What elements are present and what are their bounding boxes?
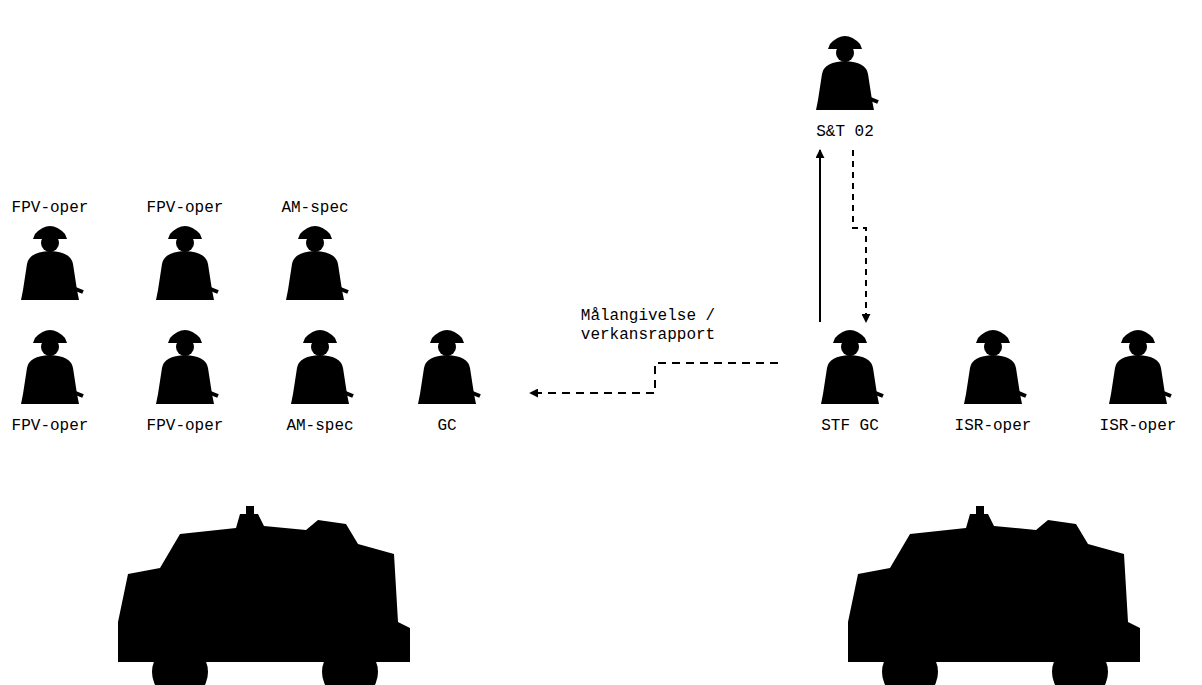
soldier-node: ISR-oper (1088, 322, 1188, 436)
dashed-arrow (853, 150, 866, 322)
role-label: GC (437, 416, 456, 436)
role-label: AM-spec (286, 416, 353, 436)
soldier-node: AM-spec (265, 198, 365, 306)
soldier-node: S&T 02 (780, 28, 910, 142)
soldier-node: ISR-oper (943, 322, 1043, 436)
soldier-node: FPV-oper (135, 198, 235, 306)
soldier-node: FPV-oper (135, 322, 235, 436)
dashed-arrow (530, 363, 778, 393)
soldier-icon (1103, 322, 1173, 406)
role-label: ISR-oper (955, 416, 1032, 436)
soldier-icon (15, 218, 85, 302)
soldier-icon (285, 322, 355, 406)
soldier-figure (1103, 322, 1173, 410)
solid-arrow (819, 150, 821, 322)
soldier-icon (412, 322, 482, 406)
vehicle-silhouette (848, 506, 1140, 685)
soldier-figure (412, 322, 482, 410)
soldier-node: FPV-oper (0, 322, 100, 436)
soldier-figure (15, 218, 85, 306)
role-label: AM-spec (281, 198, 348, 218)
role-label: STF GC (821, 416, 879, 436)
soldier-icon (958, 322, 1028, 406)
soldier-figure (15, 322, 85, 410)
soldier-figure (810, 28, 880, 116)
role-label: FPV-oper (147, 416, 224, 436)
soldier-figure (150, 322, 220, 410)
role-label: ISR-oper (1100, 416, 1177, 436)
edge-label: Målangivelse / verkansrapport (578, 307, 718, 345)
soldier-figure (280, 218, 350, 306)
role-label: S&T 02 (816, 122, 874, 142)
soldier-figure (815, 322, 885, 410)
soldier-icon (810, 28, 880, 112)
soldier-icon (150, 322, 220, 406)
role-label: FPV-oper (12, 198, 89, 218)
role-label: FPV-oper (147, 198, 224, 218)
soldier-figure (958, 322, 1028, 410)
soldier-node: AM-spec (270, 322, 370, 436)
role-label: FPV-oper (12, 416, 89, 436)
vehicle-silhouette (118, 506, 410, 685)
soldier-figure (150, 218, 220, 306)
soldier-icon (150, 218, 220, 302)
soldier-node: STF GC (778, 322, 922, 436)
soldier-icon (815, 322, 885, 406)
soldier-icon (15, 322, 85, 406)
soldier-node: GC (367, 322, 527, 436)
soldier-figure (285, 322, 355, 410)
soldier-node: FPV-oper (0, 198, 100, 306)
soldier-icon (280, 218, 350, 302)
